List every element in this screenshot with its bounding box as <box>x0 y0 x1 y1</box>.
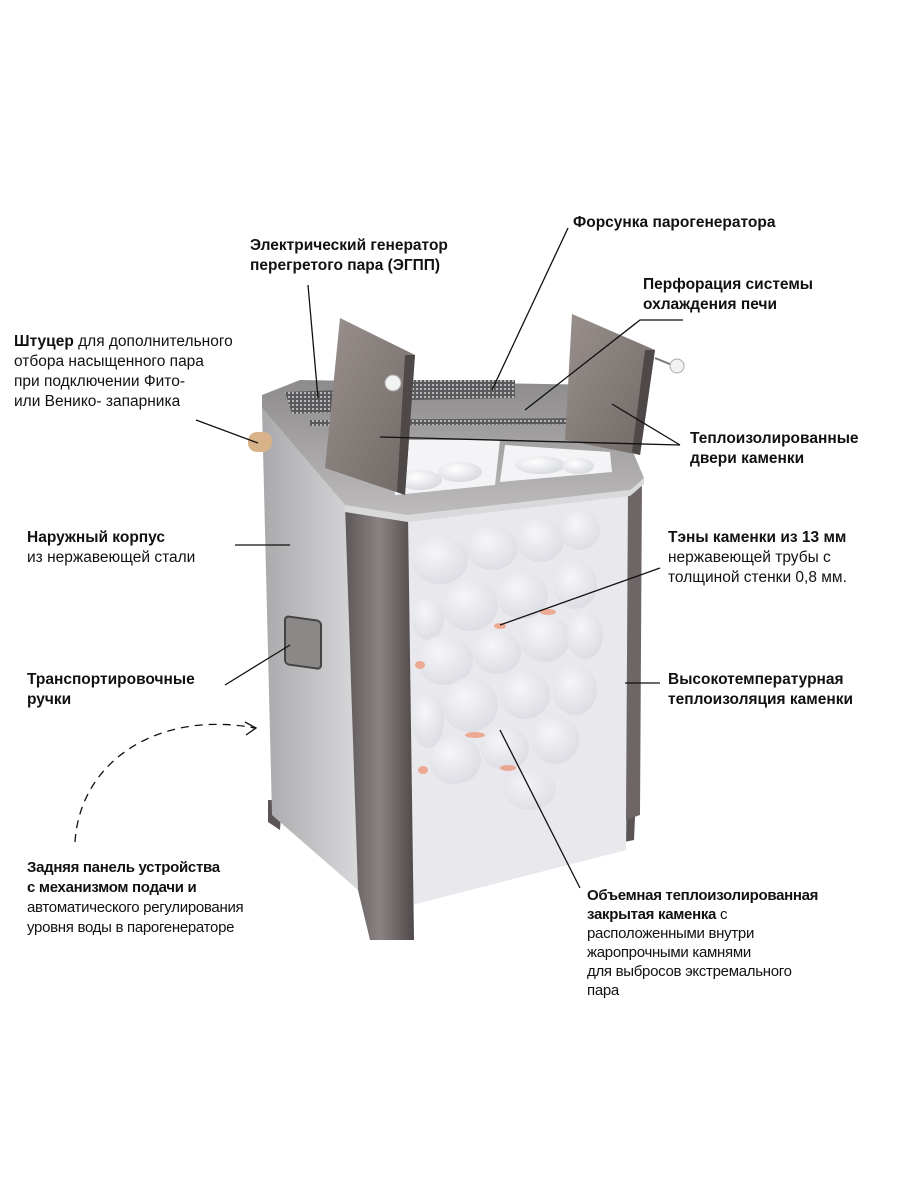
door-handle-left <box>384 374 402 392</box>
right-edge <box>626 480 642 820</box>
label-line: уровня воды в парогенераторе <box>27 919 235 936</box>
label-fitting: Штуцер для дополнительного отбора насыще… <box>14 332 233 412</box>
label-line: с механизмом подачи и <box>27 879 197 896</box>
label-line: ручки <box>27 691 72 708</box>
label-bold: закрытая каменка <box>587 906 717 923</box>
label-line: автоматического регулирования <box>27 899 244 916</box>
label-line: расположенными внутри <box>587 925 755 942</box>
label-egpp: Электрический генератор перегретого пара… <box>250 236 448 276</box>
label-heaters: Тэны каменки из 13 мм нержавеющей трубы … <box>668 528 847 588</box>
label-line: Высокотемпературная <box>668 671 844 688</box>
door-left <box>325 318 415 495</box>
label-line: Транспортировочные <box>27 671 195 688</box>
label-line: охлаждения печи <box>643 296 777 313</box>
label-line: Теплоизолированные <box>690 430 859 447</box>
label-line: двери каменки <box>690 450 805 467</box>
label-line: Задняя панель устройства <box>27 859 220 876</box>
label-line: теплоизоляция каменки <box>668 691 854 708</box>
door-right <box>565 314 655 455</box>
steam-fitting <box>248 432 272 452</box>
label-insulation: Высокотемпературная теплоизоляция каменк… <box>668 670 853 710</box>
label-perforation: Перфорация системы охлаждения печи <box>643 275 813 315</box>
steam-generator-grill <box>285 390 340 414</box>
label-line: для дополнительного <box>73 333 233 350</box>
label-line: пара <box>587 982 619 999</box>
label-line: Наружный корпус <box>27 529 166 546</box>
transport-handle <box>284 615 322 670</box>
label-line: при подключении Фито- <box>14 373 186 390</box>
label-doors: Теплоизолированные двери каменки <box>690 429 859 469</box>
heater-body <box>248 314 685 940</box>
label-stone-chamber: Объемная теплоизолированная закрытая кам… <box>587 886 818 1000</box>
label-handles: Транспортировочные ручки <box>27 670 195 710</box>
label-line: Перфорация системы <box>643 276 814 293</box>
heating-elements-glow <box>415 609 556 774</box>
label-body: Наружный корпус из нержавеющей стали <box>27 528 195 568</box>
corner-post <box>345 505 414 940</box>
label-line: Электрический генератор <box>250 237 448 254</box>
label-line: жаропрочными камнями <box>587 944 751 961</box>
leader-lines <box>74 227 683 889</box>
nozzle-grill <box>410 380 515 400</box>
label-line: или Венико- запарника <box>14 393 181 410</box>
label-line: с <box>716 906 728 923</box>
label-line: для выбросов экстремального <box>587 963 792 980</box>
label-bold: Штуцер <box>14 333 74 350</box>
label-line: Тэны каменки из 13 мм <box>668 529 847 546</box>
label-line: Форсунка парогенератора <box>573 214 776 231</box>
label-nozzle: Форсунка парогенератора <box>573 213 775 233</box>
dashed-arrow <box>74 723 256 843</box>
label-line: из нержавеющей стали <box>27 549 196 566</box>
label-line: толщиной стенки 0,8 мм. <box>668 569 847 586</box>
label-back-panel: Задняя панель устройства с механизмом по… <box>27 858 244 938</box>
label-line: перегретого пара (ЭГПП) <box>250 257 441 274</box>
stones <box>412 510 603 810</box>
label-line: нержавеющей трубы с <box>668 549 831 566</box>
label-line: отбора насыщенного пара <box>14 353 204 370</box>
label-line: Объемная теплоизолированная <box>587 887 819 904</box>
door-handle-right <box>669 358 685 374</box>
